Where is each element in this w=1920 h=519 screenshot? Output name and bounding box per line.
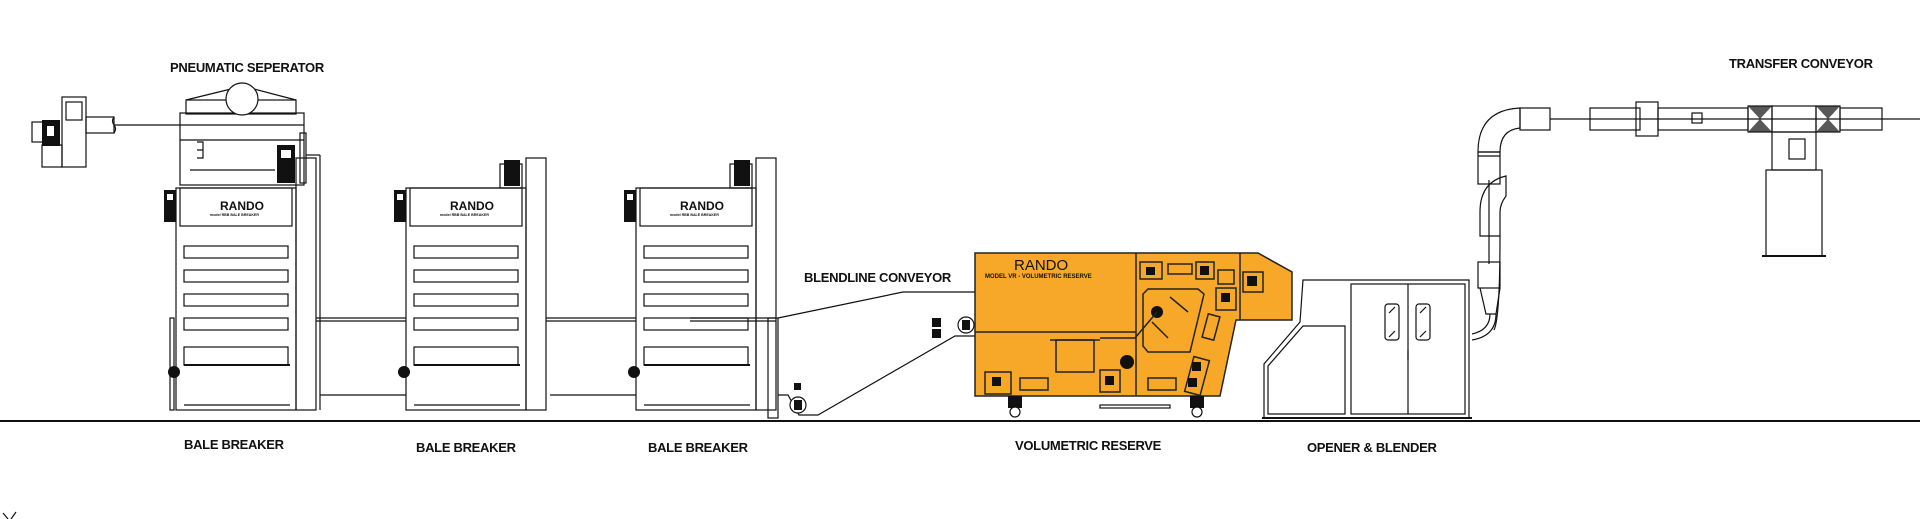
volumetric-reserve: RANDO MODEL VR - VOLUMETRIC RESERVE bbox=[974, 252, 1293, 418]
volumetric-reserve-label: VOLUMETRIC RESERVE bbox=[1015, 438, 1162, 453]
spike-apron bbox=[183, 245, 290, 366]
bale-breaker-2-label: BALE BREAKER bbox=[416, 440, 517, 455]
bale-breaker-2: RANDO model RBB BALE BREAKER bbox=[394, 157, 547, 411]
spike-apron bbox=[413, 245, 520, 366]
volumetric-reserve-brand: RANDO bbox=[1014, 257, 1068, 274]
feed-conveyor-rails bbox=[316, 317, 776, 396]
bale-breaker-3-label: BALE BREAKER bbox=[648, 440, 749, 455]
blendline-conveyor-label: BLENDLINE CONVEYOR bbox=[804, 270, 952, 285]
spike-apron bbox=[643, 245, 750, 366]
blower-fan bbox=[31, 96, 180, 168]
door-window-right bbox=[1415, 303, 1431, 341]
corner-mark-icon bbox=[2, 511, 17, 519]
inspection-window bbox=[1142, 288, 1205, 353]
bale-breaker-2-model: model RBB BALE BREAKER bbox=[440, 213, 489, 217]
transfer-duct bbox=[1471, 107, 1590, 341]
opener-blender-label: OPENER & BLENDER bbox=[1307, 440, 1437, 455]
transfer-conveyor-label: TRANSFER CONVEYOR bbox=[1729, 56, 1874, 71]
pneumatic-separator: PNEUMATIC SEPERATOR bbox=[170, 60, 325, 410]
opener-blender bbox=[1262, 279, 1472, 419]
bale-breaker-3: RANDO model RBB BALE BREAKER bbox=[624, 157, 777, 411]
equipment-labels: BALE BREAKER BALE BREAKER BALE BREAKER V… bbox=[184, 437, 1438, 455]
bale-breaker-1-label: BALE BREAKER bbox=[184, 437, 285, 452]
bale-breaker-1: RANDO model RBB BALE BREAKER bbox=[164, 157, 317, 411]
bale-breaker-2-brand: RANDO bbox=[450, 199, 494, 213]
pneumatic-separator-label: PNEUMATIC SEPERATOR bbox=[170, 60, 325, 75]
bale-breaker-3-brand: RANDO bbox=[680, 199, 724, 213]
bale-breaker-1-model: model RBB BALE BREAKER bbox=[210, 213, 259, 217]
transfer-conveyor: TRANSFER CONVEYOR bbox=[1589, 56, 1920, 257]
bale-breaker-3-model: model RBB BALE BREAKER bbox=[670, 213, 719, 217]
bale-breaker-1-brand: RANDO bbox=[220, 199, 264, 213]
volumetric-reserve-model: MODEL VR - VOLUMETRIC RESERVE bbox=[985, 274, 1092, 280]
door-window-left bbox=[1384, 303, 1400, 341]
blendline-conveyor: BLENDLINE CONVEYOR bbox=[767, 270, 976, 419]
